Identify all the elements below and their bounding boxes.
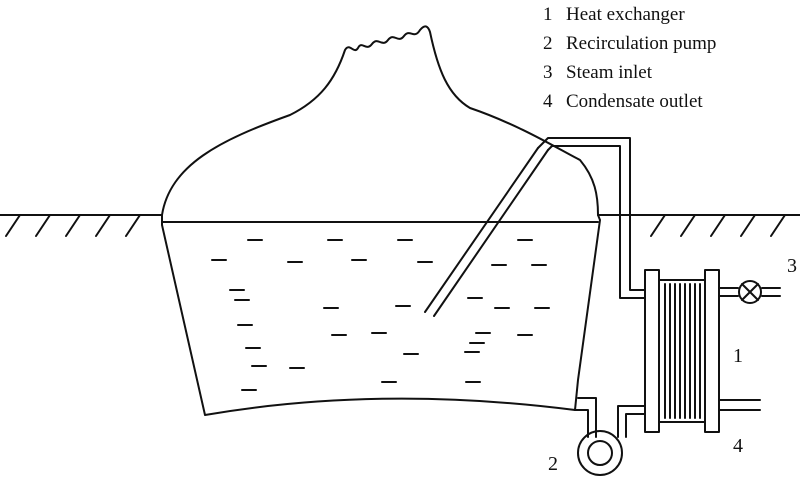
legend-item-1-number: 1	[543, 4, 553, 25]
top-return-pipe	[537, 137, 646, 299]
legend-item-2-label: Recirculation pump	[566, 33, 716, 54]
gas-dome-cover	[161, 25, 599, 216]
legend-item-2-number: 2	[543, 33, 553, 54]
recirculation-pump	[577, 430, 623, 476]
condensate-outlet-pipe	[718, 399, 761, 411]
pump-discharge-pipe	[617, 405, 646, 438]
callout-heat-exchanger: 1	[733, 345, 743, 367]
diagonal-inlet-pipe	[424, 147, 549, 317]
legend-item-1-label: Heat exchanger	[566, 4, 685, 25]
steam-valve	[738, 280, 762, 304]
legend-item-3-label: Steam inlet	[566, 62, 653, 83]
legend-item-4-number: 4	[543, 91, 553, 112]
legend-item-3-number: 3	[543, 62, 553, 83]
bottom-outlet-pipe	[574, 397, 597, 438]
liquid-contents	[211, 239, 550, 391]
callout-condensate-outlet: 4	[733, 435, 743, 457]
legend-item-4-label: Condensate outlet	[566, 91, 703, 112]
steam-inlet-pipe	[718, 287, 781, 297]
heat-exchanger	[644, 269, 720, 433]
legend: 1 Heat exchanger 2 Recirculation pump 3 …	[543, 4, 716, 112]
ground-surface	[0, 214, 800, 237]
tank-body	[161, 214, 601, 416]
callout-recirculation-pump: 2	[548, 453, 558, 475]
callout-steam-inlet: 3	[787, 255, 797, 277]
